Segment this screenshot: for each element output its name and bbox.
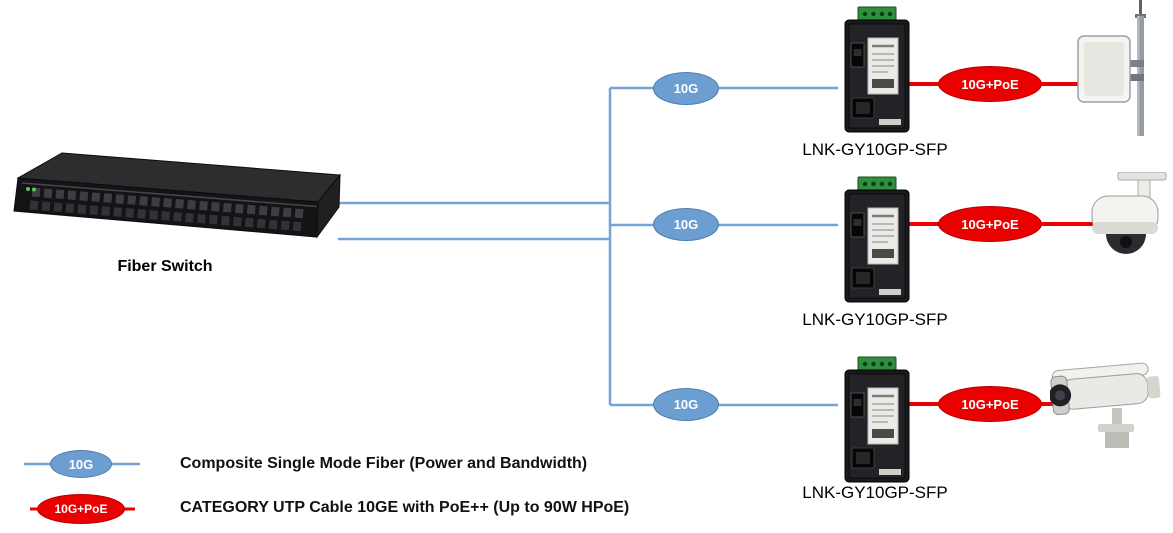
media-converter-2 [832, 175, 918, 310]
wireless-antenna-illustration [1077, 0, 1146, 136]
fiber-badge-3-text: 10G [673, 397, 699, 412]
media-converter-3 [832, 355, 918, 490]
media-converter-illustration [844, 176, 910, 303]
wireless-antenna-device [1068, 0, 1163, 145]
media-converter-illustration [844, 6, 910, 133]
poe-badge-1-text: 10G+PoE [961, 76, 1019, 92]
fiber-switch-illustration [13, 152, 341, 239]
ptz-camera-device [1082, 171, 1167, 275]
fiber-badge-1: 10G [653, 72, 719, 105]
bullet-camera-device [1049, 352, 1168, 457]
legend-poe-badge: 10G+PoE [37, 494, 125, 524]
fiber-badge-1-text: 10G [673, 81, 699, 96]
legend-fiber-badge: 10G [50, 450, 112, 478]
legend-poe-badge-text: 10G+PoE [54, 502, 108, 516]
fiber-switch [12, 145, 342, 262]
legend-poe-label: CATEGORY UTP Cable 10GE with PoE++ (Up t… [180, 499, 630, 516]
fiber-badge-3: 10G [653, 388, 719, 421]
ptz-camera-illustration [1091, 171, 1167, 254]
legend-fiber-badge-text: 10G [68, 456, 94, 472]
fiber-badge-2: 10G [653, 208, 719, 241]
poe-badge-2-text: 10G+PoE [961, 216, 1019, 232]
poe-badge-2: 10G+PoE [938, 206, 1042, 242]
poe-badge-3-text: 10G+PoE [961, 396, 1019, 412]
media-converter-3-label: LNK-GY10GP-SFP [802, 483, 948, 502]
fiber-links [338, 86, 838, 407]
legend-fiber-label: Composite Single Mode Fiber (Power and B… [180, 455, 588, 472]
media-converter-1-label: LNK-GY10GP-SFP [802, 140, 948, 159]
media-converter-2-label: LNK-GY10GP-SFP [802, 310, 948, 329]
media-converter-1 [832, 5, 918, 140]
poe-badge-3: 10G+PoE [938, 386, 1042, 422]
fiber-switch-label: Fiber Switch [117, 258, 213, 275]
fiber-badge-2-text: 10G [673, 217, 699, 232]
bullet-camera-illustration [1049, 362, 1161, 448]
poe-badge-1: 10G+PoE [938, 66, 1042, 102]
media-converter-illustration [844, 356, 910, 483]
